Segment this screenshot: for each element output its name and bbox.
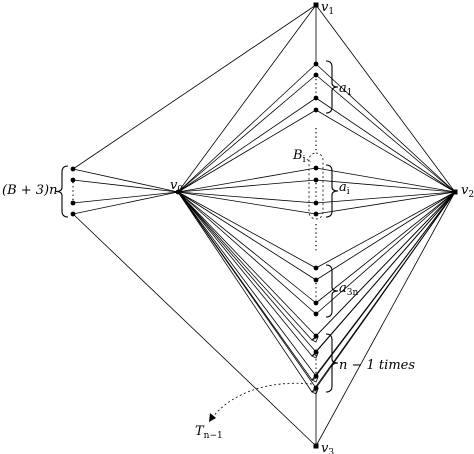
brace-ai (325, 164, 339, 218)
edge-v0-tb-3 (177, 191, 313, 393)
edge-v0-tb-0 (177, 191, 313, 341)
arrowhead-T (209, 413, 216, 422)
edge-v0-a2-3 (177, 191, 317, 315)
brace-n-minus-1 (325, 333, 339, 393)
edge-v0-a2-1 (177, 191, 317, 281)
edge-a1-v2-0 (315, 167, 456, 193)
label-a3n: a3n (339, 281, 358, 298)
label-a1: a1 (339, 81, 353, 98)
label-Bi: Bi (292, 148, 306, 165)
label-T: Tn−1 (195, 424, 223, 441)
label-ai: ai (339, 180, 350, 197)
edge-a0-v2-2 (315, 97, 456, 193)
gadget-triangle-3 (311, 388, 319, 395)
edge-a1-v2-2 (315, 191, 456, 204)
edge-left-v1 (72, 4, 317, 170)
edge-v3-v2 (315, 191, 456, 447)
edge-v0-t-2 (177, 191, 317, 377)
edge-a2-v2-1 (315, 191, 456, 281)
vertex-dot (313, 277, 319, 283)
edge-a2-v2-3 (315, 191, 456, 315)
edge-left-v0-2 (72, 191, 179, 204)
edge-left-v3 (72, 213, 317, 447)
vertex-v3 (313, 443, 319, 449)
edge-tb-v2-3 (311, 191, 456, 393)
gadget-triangle-2 (311, 376, 319, 383)
edge-a1-v2-3 (315, 191, 456, 215)
vertex-dot (313, 385, 319, 391)
label-v1: v1 (321, 0, 334, 17)
vertex-dot (70, 166, 76, 172)
edge-v0-t-0 (177, 191, 317, 337)
vertex-dot (70, 211, 76, 217)
edge-v0-a2-2 (177, 191, 317, 304)
edge-v0-a1-2 (177, 191, 317, 204)
graph-decorations (55, 60, 339, 422)
vertex-dot (313, 95, 319, 101)
edge-tb-v2-0 (311, 191, 456, 341)
label-v0: v0 (170, 178, 183, 195)
vertex-v1 (313, 2, 319, 8)
edge-a2-v2-2 (315, 191, 456, 304)
dashed-box-Bi (308, 152, 324, 220)
graph-vertices (70, 2, 458, 449)
edge-v0-a0-0 (177, 63, 317, 193)
vertex-dot (313, 165, 319, 171)
gadget-triangle-1 (311, 352, 319, 359)
edge-v0-a2-0 (177, 191, 317, 269)
vertex-dot (313, 72, 319, 78)
brace-left-group (55, 165, 69, 218)
edge-left-v0-0 (72, 168, 179, 193)
edge-left-v0-3 (72, 191, 179, 215)
vertex-dot (313, 333, 319, 339)
edge-tb-v2-2 (311, 191, 456, 381)
gadget-triangle-0 (311, 336, 319, 343)
edge-a1-v2-1 (315, 179, 456, 193)
vertex-dot (313, 61, 319, 67)
dashed-arrow-T (211, 382, 313, 419)
edge-v0-a1-1 (177, 179, 317, 193)
edge-v0-a0-3 (177, 109, 317, 193)
vertex-dot (313, 373, 319, 379)
vertex-dot (313, 177, 319, 183)
edge-v1-v2 (315, 4, 456, 193)
label-v2: v2 (461, 183, 474, 200)
edge-left-v0-1 (72, 179, 179, 193)
vertex-dot (313, 300, 319, 306)
vertex-dot (70, 177, 76, 183)
label-n-minus-1-times: n − 1 times (339, 358, 415, 373)
edge-v0-tb-1 (177, 191, 313, 357)
edge-v0-a1-0 (177, 167, 317, 193)
edge-v1-v0 (177, 4, 317, 193)
edge-v0-a0-1 (177, 74, 317, 193)
vertex-dot (313, 211, 319, 217)
brace-a1 (325, 60, 339, 114)
vertex-dot (313, 265, 319, 271)
edge-v0-a1-3 (177, 191, 317, 215)
graph-edges (72, 4, 456, 447)
dashed-Bi-pointer (302, 156, 312, 163)
edge-v0-t-3 (177, 191, 317, 389)
vertex-v0 (175, 189, 181, 195)
vertex-dot (313, 349, 319, 355)
vertex-v2 (452, 189, 458, 195)
edge-tb-v2-1 (311, 191, 456, 357)
vertex-dot (70, 200, 76, 206)
brace-a3n (325, 264, 339, 318)
label-v3: v3 (321, 441, 334, 454)
edge-a0-v2-3 (315, 109, 456, 193)
edge-a0-v2-1 (315, 74, 456, 193)
edge-v0-a0-2 (177, 97, 317, 193)
edge-a0-v2-0 (315, 63, 456, 193)
label-left-group: (B + 3)n (2, 183, 58, 198)
vertex-dot (313, 107, 319, 113)
edge-v0-t-1 (177, 191, 317, 353)
vertex-dot (313, 311, 319, 317)
edge-a2-v2-0 (315, 191, 456, 269)
vertex-dot (313, 200, 319, 206)
